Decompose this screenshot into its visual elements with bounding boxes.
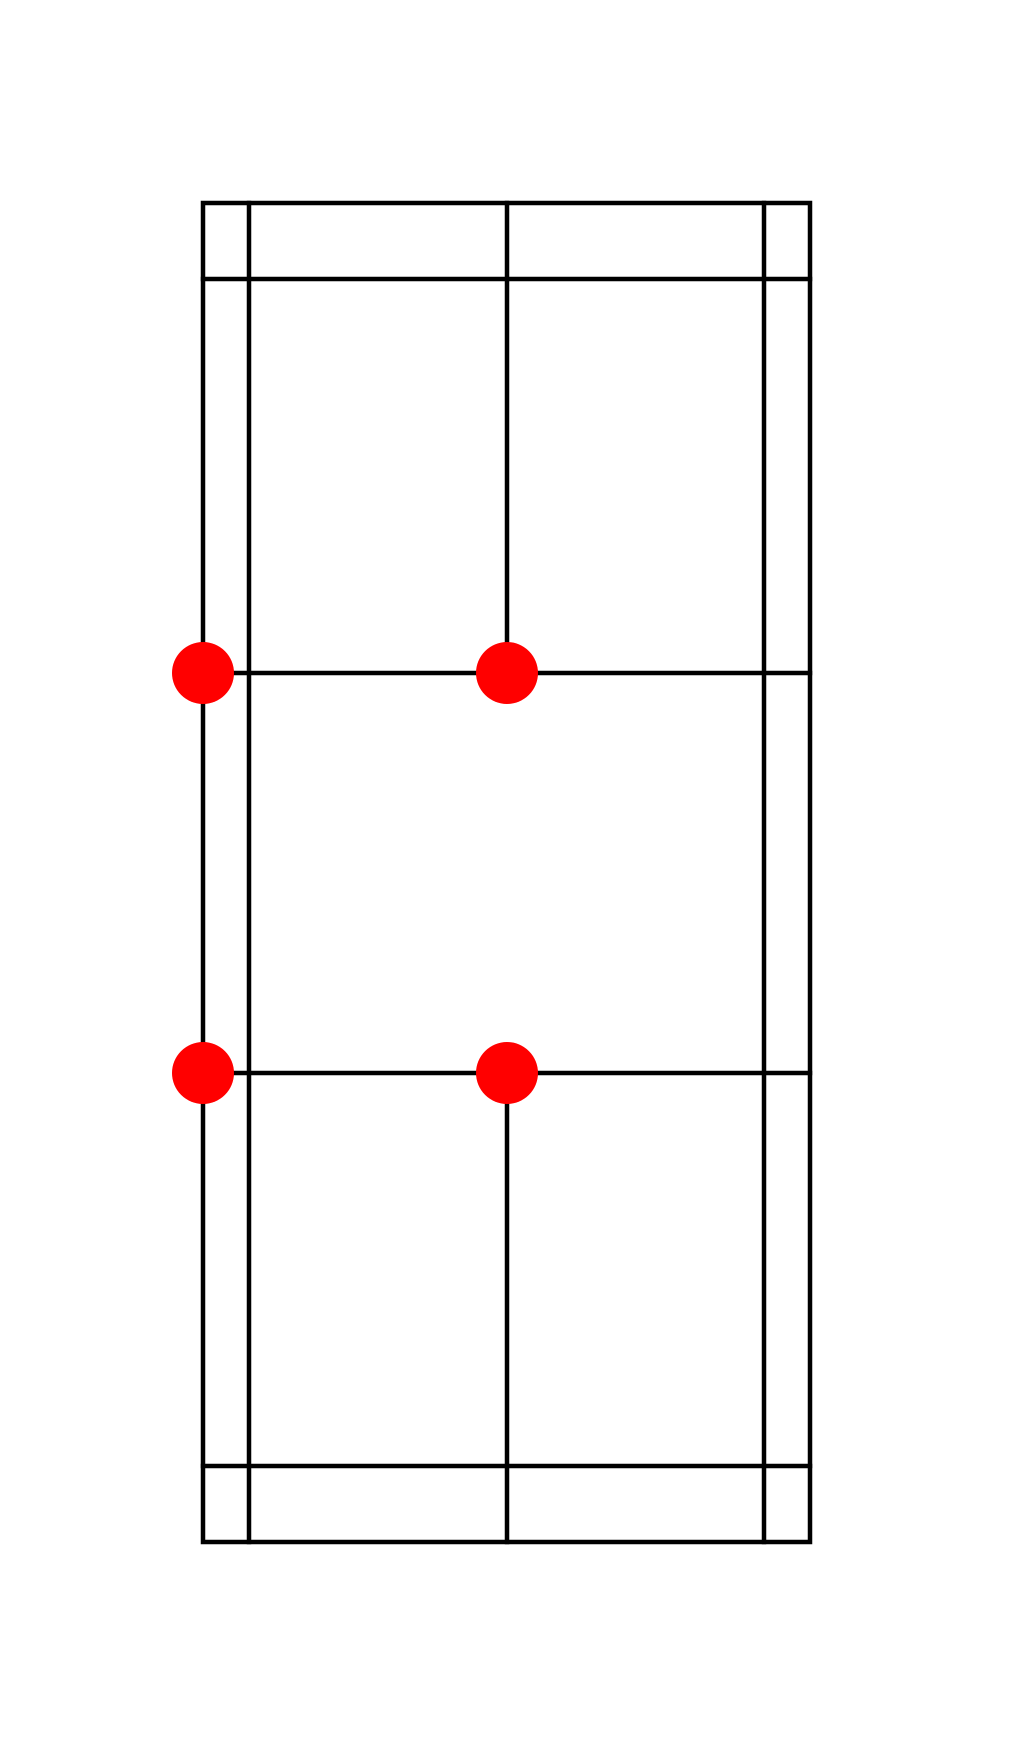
upper-left-marker [172,642,234,704]
upper-center-marker [476,642,538,704]
markers [172,642,538,1104]
lower-center-marker [476,1042,538,1104]
lower-left-marker [172,1042,234,1104]
